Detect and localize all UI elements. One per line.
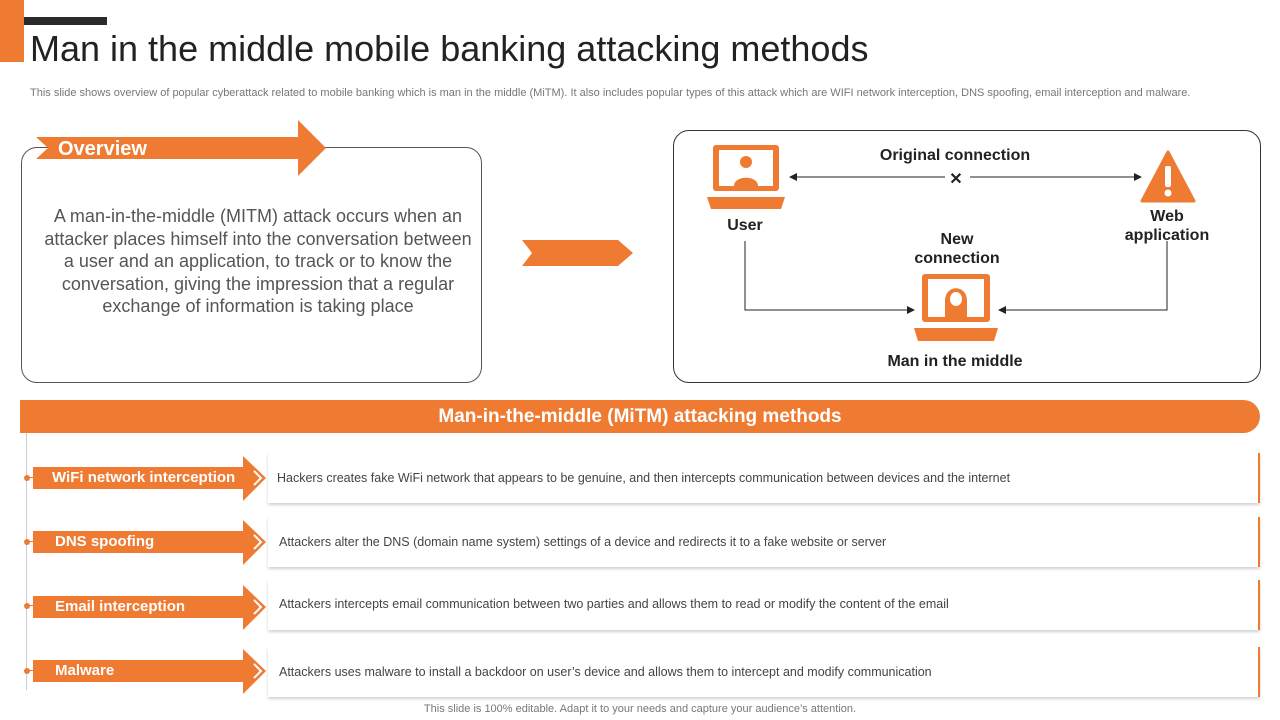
page-subtitle: This slide shows overview of popular cyb… bbox=[30, 87, 1191, 99]
method-description-wifi: Hackers creates fake WiFi network that a… bbox=[277, 471, 1011, 485]
method-name-email: Email interception bbox=[55, 598, 186, 615]
timeline-tick bbox=[28, 670, 34, 671]
new-connection-label: New connection bbox=[914, 231, 1000, 267]
web-application-label: Web application bbox=[1124, 208, 1210, 244]
mitm-diagram-lines bbox=[744, 173, 1168, 314]
hacker-laptop-icon bbox=[914, 274, 998, 341]
method-row-card bbox=[268, 517, 1260, 567]
page-title: Man in the middle mobile banking attacki… bbox=[30, 28, 869, 69]
footer-note: This slide is 100% editable. Adapt it to… bbox=[423, 703, 857, 715]
method-description-malware: Attackers uses malware to install a back… bbox=[279, 665, 932, 679]
user-label: User bbox=[727, 217, 763, 234]
timeline-tick bbox=[28, 541, 34, 542]
methods-header-bar bbox=[20, 400, 1260, 433]
timeline-line bbox=[26, 433, 27, 690]
method-row-card bbox=[268, 580, 1260, 630]
connector-arrow bbox=[522, 240, 633, 266]
method-name-wifi: WiFi network interception bbox=[52, 469, 236, 486]
method-name-dns: DNS spoofing bbox=[55, 533, 155, 550]
overview-text: A man-in-the-middle (MITM) attack occurs… bbox=[44, 206, 472, 316]
methods-title: Man-in-the-middle (MiTM) attacking metho… bbox=[438, 406, 842, 427]
method-row-card bbox=[268, 647, 1260, 697]
method-name-malware: Malware bbox=[55, 662, 115, 679]
timeline-dot bbox=[24, 539, 30, 545]
timeline-dot bbox=[24, 475, 30, 481]
timeline-dot bbox=[24, 603, 30, 609]
method-description-email: Attackers intercepts email communication… bbox=[279, 597, 949, 611]
corner-accent-orange bbox=[0, 0, 24, 62]
method-tag-arrow bbox=[33, 456, 266, 501]
user-laptop-icon bbox=[707, 145, 785, 209]
method-tag-arrow bbox=[33, 649, 266, 694]
connection-cross-icon: ✕ bbox=[949, 171, 963, 188]
method-row-card bbox=[268, 453, 1260, 503]
corner-accent-dark bbox=[24, 17, 107, 25]
man-in-the-middle-label: Man in the middle bbox=[887, 353, 1023, 370]
original-connection-label: Original connection bbox=[879, 147, 1031, 164]
timeline-dot bbox=[24, 668, 30, 674]
warning-icon bbox=[1140, 150, 1196, 203]
timeline-tick bbox=[28, 605, 34, 606]
mitm-diagram-box bbox=[673, 130, 1261, 383]
overview-label: Overview bbox=[58, 138, 147, 160]
method-tag-arrow bbox=[33, 585, 266, 630]
timeline-tick bbox=[28, 477, 34, 478]
method-description-dns: Attackers alter the DNS (domain name sys… bbox=[279, 535, 887, 549]
overview-banner-arrow bbox=[36, 120, 326, 176]
method-tag-arrow bbox=[33, 520, 266, 565]
